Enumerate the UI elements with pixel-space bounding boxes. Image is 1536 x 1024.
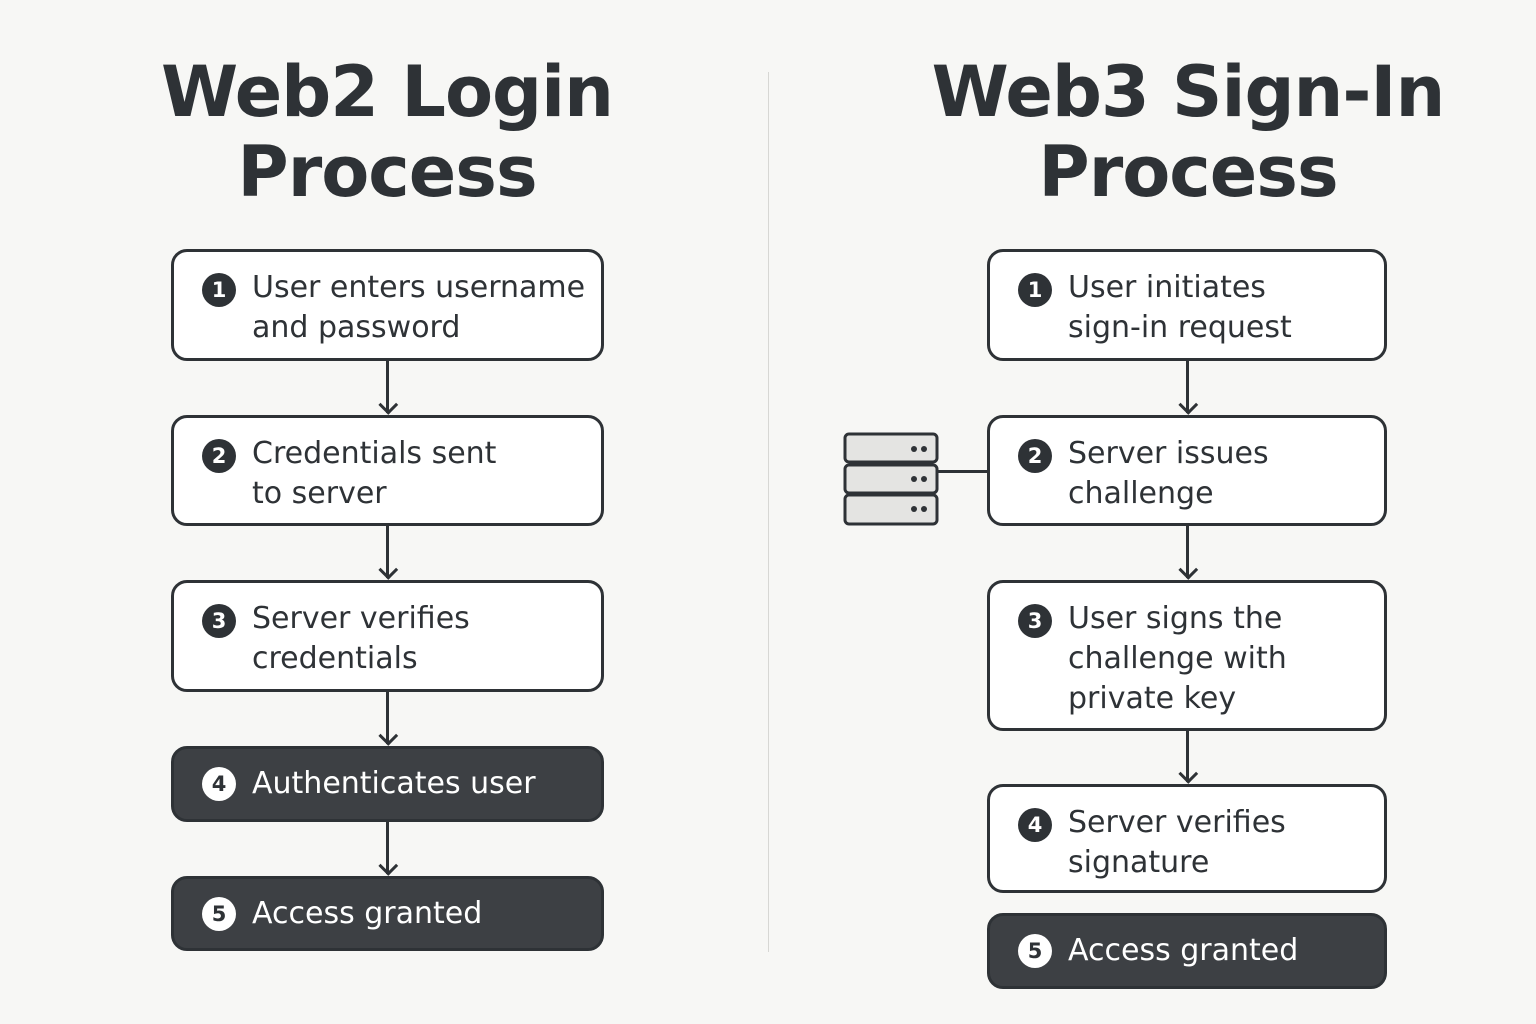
step-label: Credentials sent to server: [252, 436, 497, 511]
step-label: Server issues challenge: [1068, 436, 1269, 511]
web2-title: Web2 Login Process: [120, 52, 654, 212]
web2-step-1: 1 User enters username and password: [171, 249, 604, 361]
step-number-badge: 5: [202, 896, 236, 931]
arrow-down-icon: [1175, 731, 1199, 784]
web3-step-3: 3 User signs the challenge with private …: [987, 580, 1387, 731]
step-number-badge: 1: [1018, 273, 1052, 307]
arrow-down-icon: [1175, 361, 1199, 415]
web2-step-2: 2 Credentials sent to server: [171, 415, 604, 526]
step-number-badge: 4: [202, 767, 236, 801]
step-number-badge: 3: [1018, 604, 1052, 638]
step-label: Access granted: [1068, 933, 1299, 968]
server-rack-icon: [843, 432, 939, 526]
step-label: User initiates sign-in request: [1068, 270, 1292, 345]
step-number-badge: 4: [1018, 808, 1052, 842]
web3-title: Web3 Sign-In Process: [900, 52, 1476, 212]
step-number-badge: 1: [202, 273, 236, 307]
step-label: Authenticates user: [252, 766, 536, 801]
web3-step-5: 5 Access granted: [987, 913, 1387, 989]
step-number-badge: 3: [202, 604, 236, 638]
step-number-badge: 5: [1018, 934, 1052, 968]
arrow-down-icon: [1175, 526, 1199, 580]
arrow-down-icon: [375, 526, 399, 580]
arrow-down-icon: [375, 822, 399, 876]
web2-step-5: 5 Access granted: [171, 876, 604, 951]
step-label: Server verifies credentials: [252, 601, 470, 676]
web2-step-3: 3 Server verifies credentials: [171, 580, 604, 692]
step-number-badge: 2: [1018, 439, 1052, 473]
step-label: Server verifies signature: [1068, 805, 1286, 880]
web3-step-1: 1 User initiates sign-in request: [987, 249, 1387, 361]
step-label: User enters username and password: [252, 270, 586, 345]
server-connector-line: [938, 470, 989, 473]
step-number-badge: 2: [202, 439, 236, 473]
arrow-down-icon: [375, 361, 399, 415]
web3-step-4: 4 Server verifies signature: [987, 784, 1387, 893]
web2-step-4: 4 Authenticates user: [171, 746, 604, 822]
column-divider: [768, 72, 769, 952]
step-label: Access granted: [252, 895, 483, 931]
web2-title-line1: Web2 Login: [160, 51, 614, 133]
step-label: User signs the challenge with private ke…: [1068, 601, 1287, 716]
web3-step-2: 2 Server issues challenge: [987, 415, 1387, 526]
web3-title-line2: Process: [1038, 131, 1338, 213]
web3-title-line1: Web3 Sign-In: [931, 51, 1446, 133]
arrow-down-icon: [375, 692, 399, 746]
web2-title-line2: Process: [237, 131, 537, 213]
